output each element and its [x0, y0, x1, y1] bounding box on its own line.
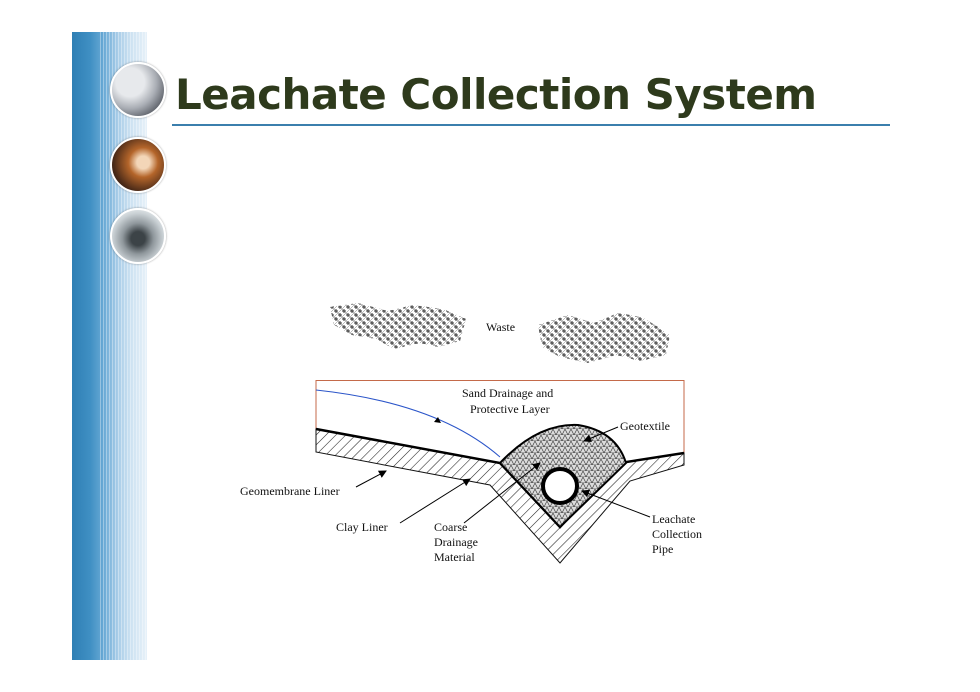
leachate-collection-pipe [541, 467, 579, 505]
slide-title: Leachate Collection System [175, 70, 817, 119]
coarse-drainage-label-3: Material [434, 550, 475, 564]
leachate-diagram: Waste Sand Drainage and Protective Layer… [240, 303, 702, 564]
leachate-flow-line [315, 389, 501, 458]
pipe-label-2: Collection [652, 527, 702, 541]
sidebar-band [72, 32, 147, 660]
title-underline [172, 124, 890, 126]
sand-drainage-label-1: Sand Drainage and [462, 386, 553, 400]
walking-people-photo-icon [110, 208, 166, 264]
clay-liner-label: Clay Liner [336, 520, 388, 534]
waste-label: Waste [486, 320, 515, 334]
business-people-photo-icon [110, 137, 166, 193]
pipe-label-1: Leachate [652, 512, 695, 526]
coarse-drainage-label-2: Drainage [434, 535, 478, 549]
waste-blob-right [538, 313, 670, 363]
pipe-label-3: Pipe [652, 542, 673, 556]
drainage-section-frame [316, 380, 684, 381]
coarse-drainage-label-1: Coarse [434, 520, 467, 534]
clay-liner [315, 428, 685, 564]
sand-drainage-label-2: Protective Layer [470, 402, 550, 416]
waste-blob-left [330, 303, 466, 349]
pipes-photo-icon [110, 62, 166, 118]
geotextile-label: Geotextile [620, 419, 670, 433]
geomembrane-liner-label: Geomembrane Liner [240, 484, 340, 498]
sidebar-stripes [100, 32, 147, 660]
